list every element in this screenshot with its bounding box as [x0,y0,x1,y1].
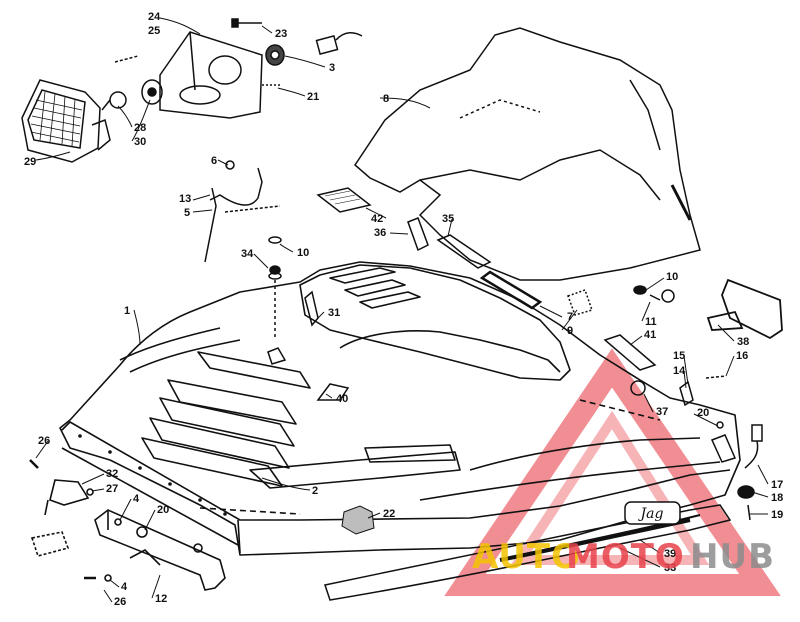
hood-badge-text: Jag [638,506,664,522]
callout-1: 1 [124,305,130,317]
callout-29: 29 [24,156,36,168]
callout-20b: 20 [157,504,169,516]
callout-32: 32 [106,468,118,480]
callout-12: 12 [155,593,167,605]
callout-18: 18 [771,492,783,504]
leader-lines [35,17,769,603]
callout-26b: 26 [114,596,126,608]
windshield [354,27,701,281]
callout-34: 34 [241,248,254,260]
callout-16: 16 [736,350,748,362]
callout-19: 19 [771,509,783,521]
watermark-text: AUTO MOTO HUB [472,537,775,577]
watermark-part-moto: MOTO [566,537,685,577]
callout-39: 39 [664,548,676,560]
callout-41: 41 [644,329,656,341]
callout-17: 17 [771,479,783,491]
callout-21: 21 [307,91,319,103]
callout-22: 22 [383,508,395,520]
bulb-and-socket [101,79,163,111]
trim-pieces [316,187,657,371]
hood-stripe-decal [324,501,732,601]
callout-33: 33 [664,562,676,574]
callout-40: 40 [336,393,348,405]
side-mirror [706,278,783,340]
callout-24: 24 [148,11,161,23]
callout-38: 38 [737,336,749,348]
watermark-part-hub: HUB [690,537,775,577]
callout-35: 35 [442,213,454,225]
callout-11: 11 [645,316,657,328]
callout-27: 27 [106,483,118,495]
callout-4b: 4 [121,581,128,593]
headlight-bracket [159,31,263,119]
hood-body [59,261,741,556]
callout-10b: 10 [666,271,678,283]
callout-25: 25 [148,25,160,37]
callout-labels: 1 2 3 4 4 5 6 7 8 9 10 10 11 12 13 14 15… [24,11,783,608]
callout-3: 3 [329,62,335,74]
callout-6: 6 [211,155,217,167]
callout-31: 31 [328,307,340,319]
callout-42: 42 [371,213,383,225]
callout-20a: 20 [697,407,709,419]
callout-36: 36 [374,227,386,239]
callout-2: 2 [312,485,318,497]
callout-15: 15 [673,350,685,362]
headlight-housing [21,79,111,163]
decal-patch [341,505,375,535]
callout-9: 9 [567,325,573,337]
callout-26a: 26 [38,435,50,447]
front-bumper-bracket [29,459,226,591]
callout-37: 37 [656,406,668,418]
callout-23: 23 [275,28,287,40]
hood-latch [304,290,350,401]
callout-10a: 10 [297,247,309,259]
socket-connector [265,32,363,66]
callout-13: 13 [179,193,191,205]
callout-5: 5 [184,207,190,219]
callout-30: 30 [134,136,146,148]
hood-latch-hardware [267,236,287,365]
callout-8: 8 [383,93,389,105]
callout-14: 14 [673,365,686,377]
watermark-part-auto: AUTO [472,537,581,577]
callout-7: 7 [567,311,573,323]
small-hardware [114,18,281,263]
callout-4a: 4 [133,493,140,505]
